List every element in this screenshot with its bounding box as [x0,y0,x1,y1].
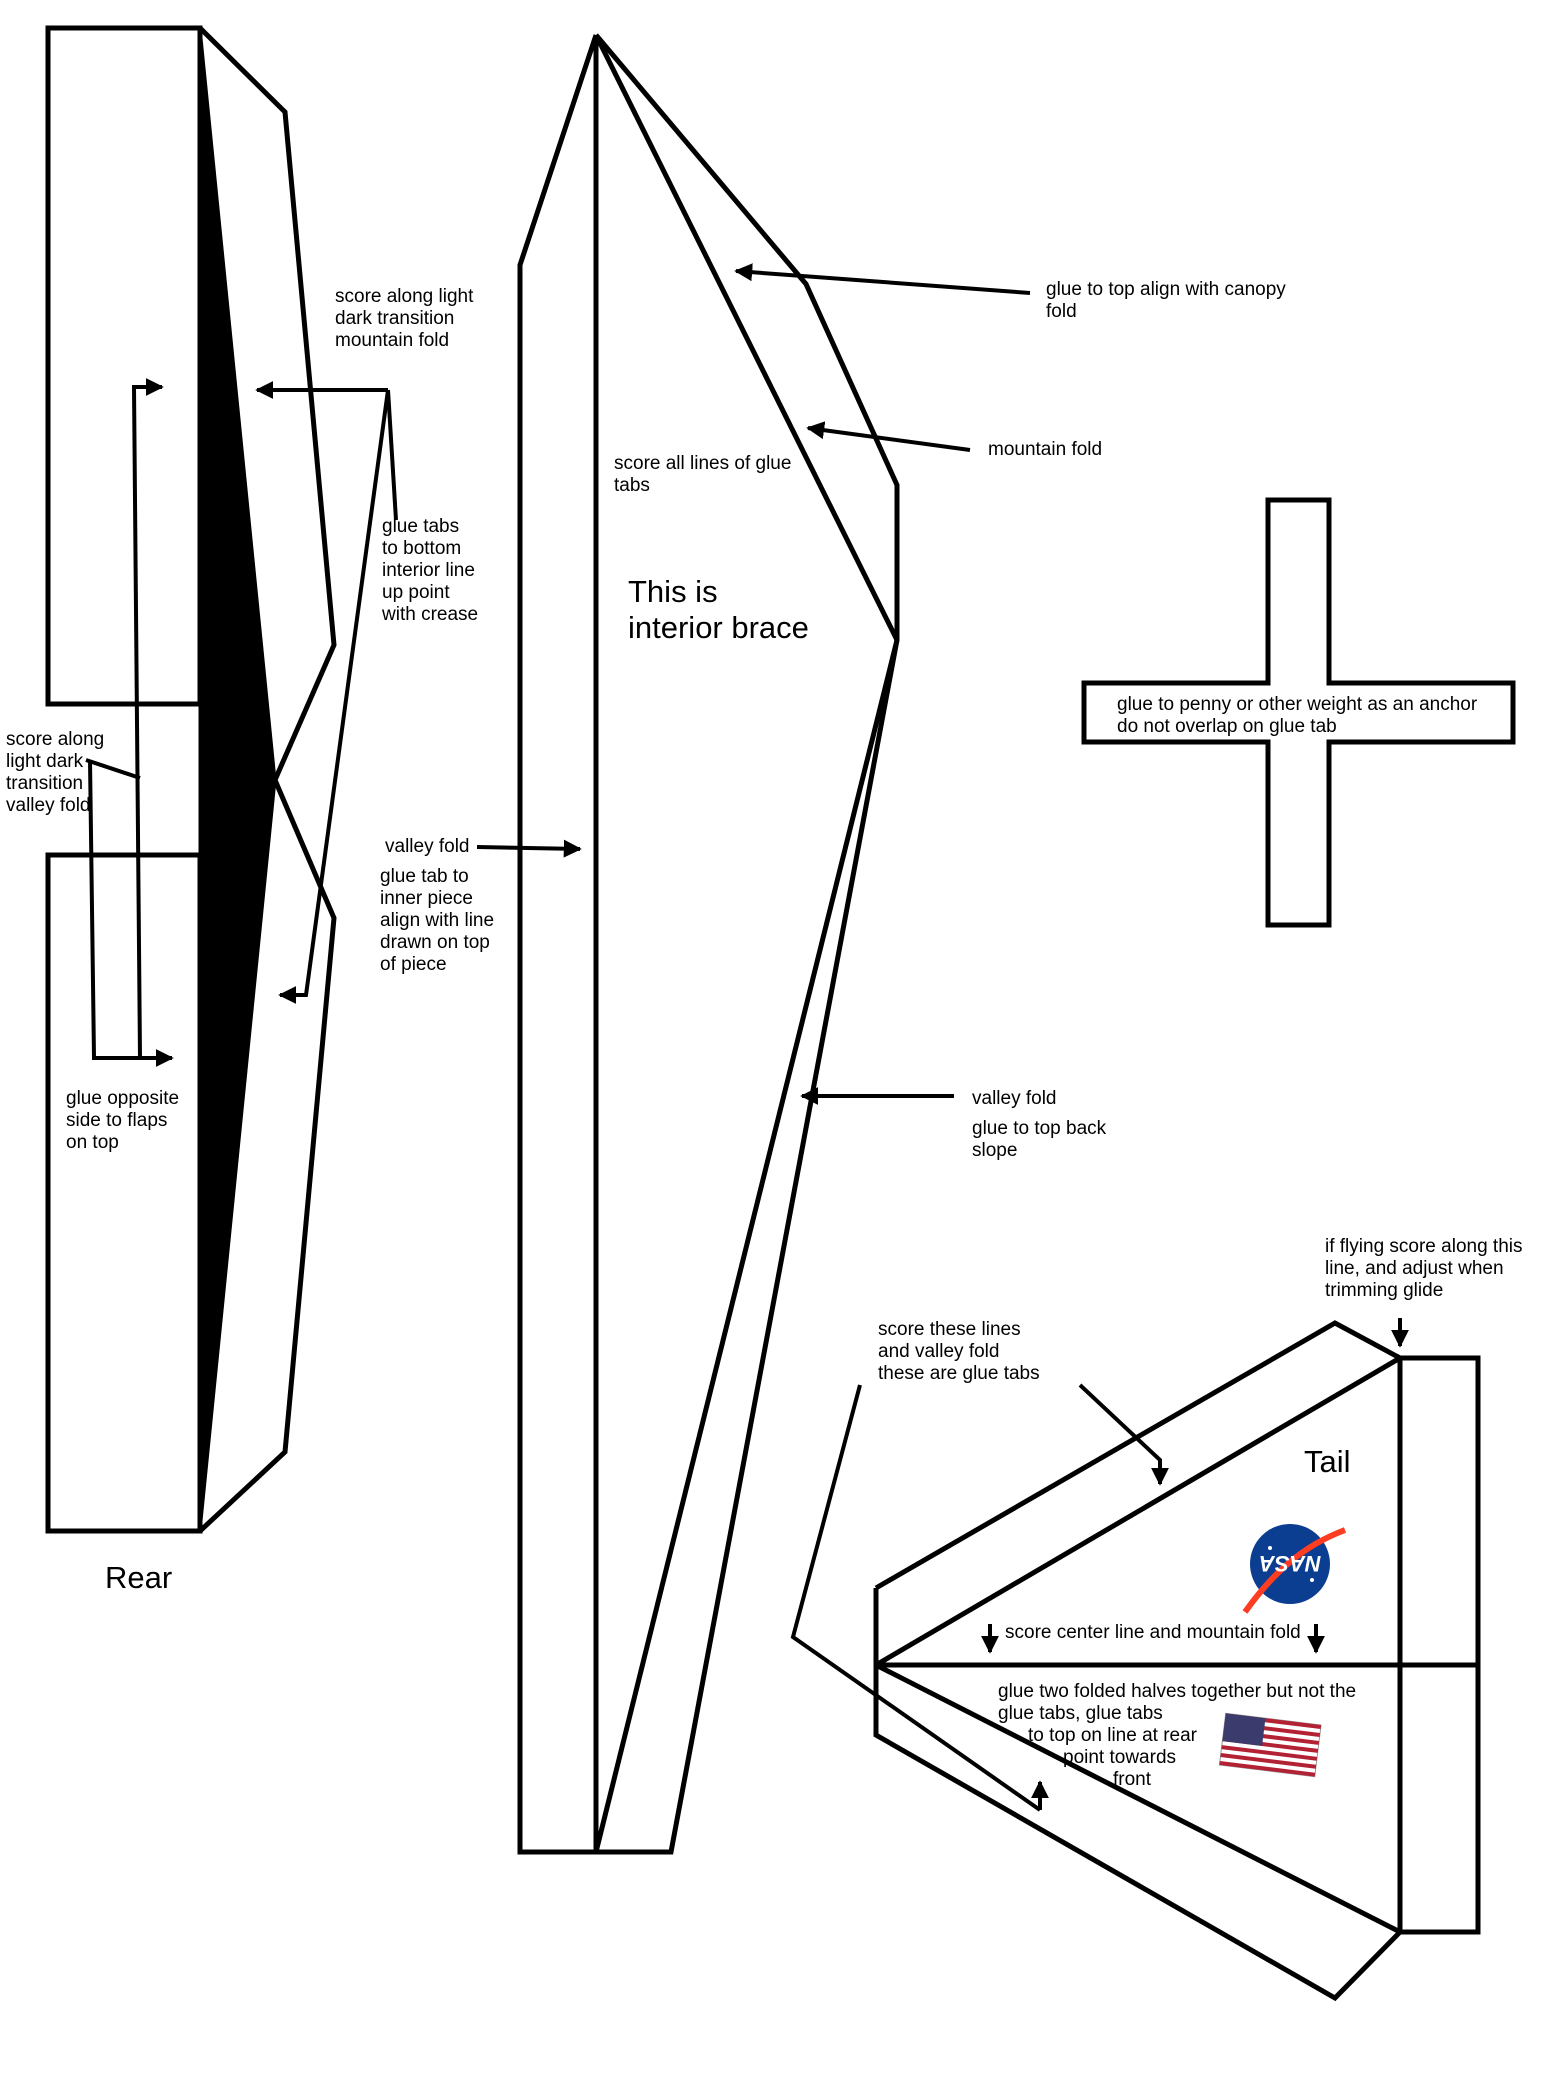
svg-text:of piece: of piece [380,954,447,975]
svg-text:valley fold: valley fold [6,795,91,816]
tail-tab-line-bottom [874,1662,1402,1935]
brace-mountain-arrow [806,421,971,452]
svg-text:This is: This is [628,574,718,609]
rear-lower-panel [45,852,203,1534]
svg-text:slope: slope [972,1140,1017,1161]
svg-text:line, and adjust when: line, and adjust when [1325,1258,1504,1279]
svg-text:glue to top back: glue to top back [972,1118,1107,1139]
nasa-logo-icon: NASA [1242,1524,1347,1614]
rear-valley-arrow-lower [88,759,174,1067]
rear-tab-line-upper [273,644,336,781]
brace-valley-left-arrow [476,839,582,858]
anchor-cross [1081,497,1516,928]
brace-valley-left-label: valley fold [385,836,470,857]
svg-text:glue to penny or other weight: glue to penny or other weight as an anch… [1117,694,1478,715]
svg-text:glue tabs: glue tabs [382,516,459,537]
tail-glue-halves-note: glue two folded halves together but not … [998,1681,1356,1790]
svg-text:to top on line at rear: to top on line at rear [1028,1725,1198,1746]
svg-text:fold: fold [1046,301,1077,322]
brace-fold-line-top [593,33,900,642]
svg-text:glue two folded halves togethe: glue two folded halves together but not … [998,1681,1356,1702]
svg-text:these are glue tabs: these are glue tabs [878,1363,1040,1384]
svg-text:NASA: NASA [1259,1551,1321,1576]
rear-upper-panel [45,25,203,707]
brace-glue-inner-label: glue tab to inner piece align with line … [380,866,494,975]
svg-text:and valley fold: and valley fold [878,1341,999,1362]
tail-piece [873,1320,1481,2002]
rear-piece [45,25,337,1534]
rear-leader-to-tabs [386,389,398,521]
rear-score-valley-leader [85,758,141,780]
svg-text:trimming glide: trimming glide [1325,1280,1443,1301]
svg-text:align with line: align with line [380,910,494,931]
rear-score-valley-label: score along light dark transition valley… [6,729,104,816]
tail-tab-line-top [874,1355,1402,1668]
svg-text:glue to top align with canopy: glue to top align with canopy [1046,279,1286,300]
svg-text:dark transition: dark transition [335,308,454,329]
brace-glue-canopy-label: glue to top align with canopy fold [1046,279,1286,322]
svg-text:up point: up point [382,582,450,603]
svg-text:front: front [1113,1769,1152,1790]
svg-text:glue opposite: glue opposite [66,1088,179,1109]
brace-valley-right-label: valley fold [972,1088,1057,1109]
tail-score-tabs-arrow [1078,1383,1169,1486]
svg-text:transition: transition [6,773,83,794]
svg-text:with crease: with crease [381,604,478,625]
svg-text:if flying score along this: if flying score along this [1325,1236,1523,1257]
svg-text:point towards: point towards [1063,1747,1176,1768]
svg-text:tabs: tabs [614,475,650,496]
tail-center-note: score center line and mountain fold [1005,1622,1301,1643]
tail-score-tabs-note: score these lines and valley fold these … [878,1319,1040,1384]
tail-tab-leader [790,1384,1042,1812]
svg-text:mountain fold: mountain fold [335,330,449,351]
anchor-note: glue to penny or other weight as an anch… [1117,694,1478,737]
us-flag-icon [1218,1712,1322,1778]
rear-glue-tabs-label: glue tabs to bottom interior line up poi… [381,516,478,625]
svg-text:side to flaps: side to flaps [66,1110,167,1131]
rear-valley-arrow-upper [131,378,164,1059]
svg-text:inner piece: inner piece [380,888,473,909]
brace-score-tabs-label: score all lines of glue tabs [614,453,791,496]
rear-glue-tabs-arrow [278,389,390,1004]
rear-title: Rear [105,1560,172,1595]
svg-text:interior brace: interior brace [628,610,809,645]
brace-outline [517,33,900,1855]
svg-text:to bottom: to bottom [382,538,461,559]
svg-text:light dark: light dark [6,751,84,772]
tail-title: Tail [1304,1444,1351,1479]
brace-piece [517,33,900,1855]
rear-score-mountain-label: score along light dark transition mounta… [335,286,474,351]
brace-glue-back-label: glue to top back slope [972,1118,1107,1161]
svg-text:score these lines: score these lines [878,1319,1021,1340]
brace-fold-line-bottom [593,639,900,1853]
svg-text:do not overlap on glue tab: do not overlap on glue tab [1117,716,1337,737]
svg-text:score along light: score along light [335,286,474,307]
brace-title: This is interior brace [628,574,809,645]
rear-glue-opposite-label: glue opposite side to flaps on top [66,1088,179,1153]
svg-text:score along: score along [6,729,104,750]
tail-outline-outer [873,1320,1481,2002]
svg-text:score all lines of glue: score all lines of glue [614,453,791,474]
svg-text:glue tabs, glue tabs: glue tabs, glue tabs [998,1703,1163,1724]
brace-mountain-label: mountain fold [988,439,1102,460]
rear-dark-wedge [198,27,277,1532]
svg-text:interior line: interior line [382,560,475,581]
tail-flying-note: if flying score along this line, and adj… [1325,1236,1523,1301]
svg-text:drawn on top: drawn on top [380,932,490,953]
svg-text:on top: on top [66,1132,119,1153]
brace-glue-canopy-arrow [734,263,1031,295]
svg-text:glue tab to: glue tab to [380,866,469,887]
